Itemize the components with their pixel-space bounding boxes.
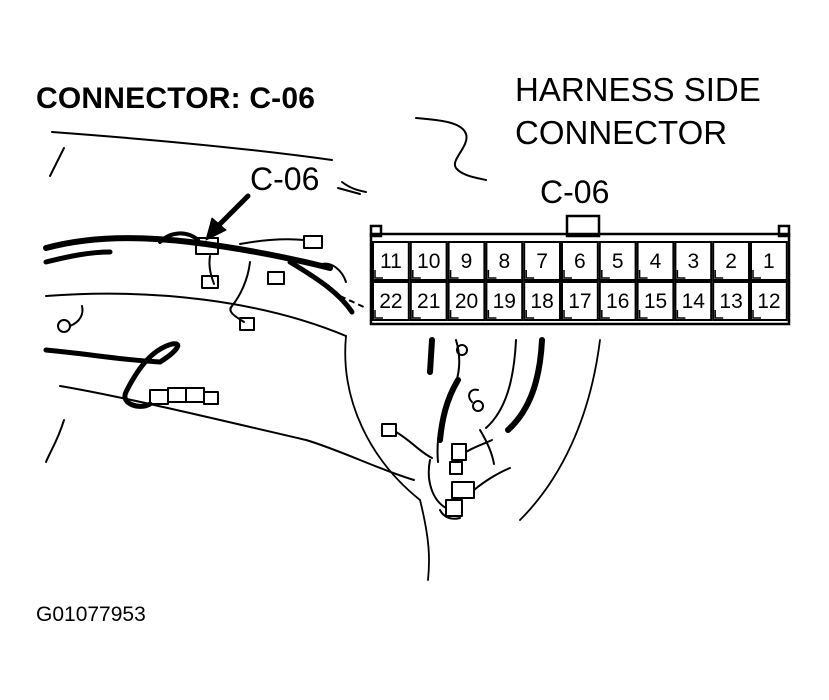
connector-pin-18: 18 bbox=[523, 281, 561, 321]
connector-pin-number: 9 bbox=[461, 250, 473, 273]
connector-face-label: C-06 bbox=[540, 174, 610, 210]
connector-pin-17: 17 bbox=[561, 281, 599, 321]
connector-pin-number: 19 bbox=[493, 290, 516, 313]
connector-top-row: 11 10 9 8 7 6 5 4 3 2 1 bbox=[372, 241, 788, 281]
connector-pin-16: 16 bbox=[598, 281, 637, 321]
connector-pin-number: 17 bbox=[568, 290, 591, 313]
callout-label: C-06 bbox=[250, 161, 320, 197]
connector-pin-number: 3 bbox=[687, 250, 699, 273]
connector-pin-3: 3 bbox=[674, 241, 713, 281]
connector-pin-number: 16 bbox=[606, 290, 629, 313]
connector-pin-number: 20 bbox=[455, 290, 478, 313]
harness-side-label-line2: CONNECTOR bbox=[515, 114, 728, 151]
connector-pin-number: 5 bbox=[612, 250, 624, 273]
connector-pin-number: 2 bbox=[725, 250, 737, 273]
connector-pin-number: 4 bbox=[650, 250, 662, 273]
connector-pin-number: 6 bbox=[574, 250, 586, 273]
connector-pin-22: 22 bbox=[372, 281, 410, 321]
connector-pin-6: 6 bbox=[561, 241, 599, 281]
connector-pin-number: 1 bbox=[763, 250, 775, 273]
connector-pin-15: 15 bbox=[636, 281, 675, 321]
connector-pin-8: 8 bbox=[485, 241, 524, 281]
connector-pin-number: 15 bbox=[644, 290, 667, 313]
connector-bottom-row: 22 21 20 19 18 17 16 15 14 13 12 bbox=[372, 281, 788, 321]
connector-pin-number: 11 bbox=[380, 250, 402, 273]
connector-pin-number: 21 bbox=[417, 290, 440, 313]
connector-pin-number: 18 bbox=[530, 290, 553, 313]
connector-pin-9: 9 bbox=[447, 241, 486, 281]
connector-pin-20: 20 bbox=[447, 281, 486, 321]
connector-pin-7: 7 bbox=[523, 241, 561, 281]
connector-pin-number: 12 bbox=[757, 290, 780, 313]
connector-pin-11: 11 bbox=[372, 241, 410, 281]
connector-pin-1: 1 bbox=[750, 241, 788, 281]
diagram-title: CONNECTOR: C-06 bbox=[36, 82, 316, 115]
connector-pin-19: 19 bbox=[485, 281, 524, 321]
connector-pin-number: 22 bbox=[379, 290, 402, 313]
connector-pin-number: 8 bbox=[498, 250, 510, 273]
connector-pin-13: 13 bbox=[712, 281, 751, 321]
connector-pin-5: 5 bbox=[598, 241, 637, 281]
connector-pin-12: 12 bbox=[750, 281, 788, 321]
harness-side-label-line1: HARNESS SIDE bbox=[515, 71, 761, 108]
connector-pin-number: 7 bbox=[536, 250, 548, 273]
connector-pin-14: 14 bbox=[674, 281, 713, 321]
figure-id: G01077953 bbox=[36, 603, 146, 626]
connector-pin-number: 13 bbox=[719, 290, 742, 313]
connector-pin-2: 2 bbox=[712, 241, 751, 281]
connector-pin-number: 14 bbox=[682, 290, 706, 313]
connector-pin-10: 10 bbox=[409, 241, 448, 281]
connector-pin-21: 21 bbox=[409, 281, 448, 321]
connector-pin-4: 4 bbox=[636, 241, 675, 281]
connector-pin-number: 10 bbox=[417, 250, 440, 273]
